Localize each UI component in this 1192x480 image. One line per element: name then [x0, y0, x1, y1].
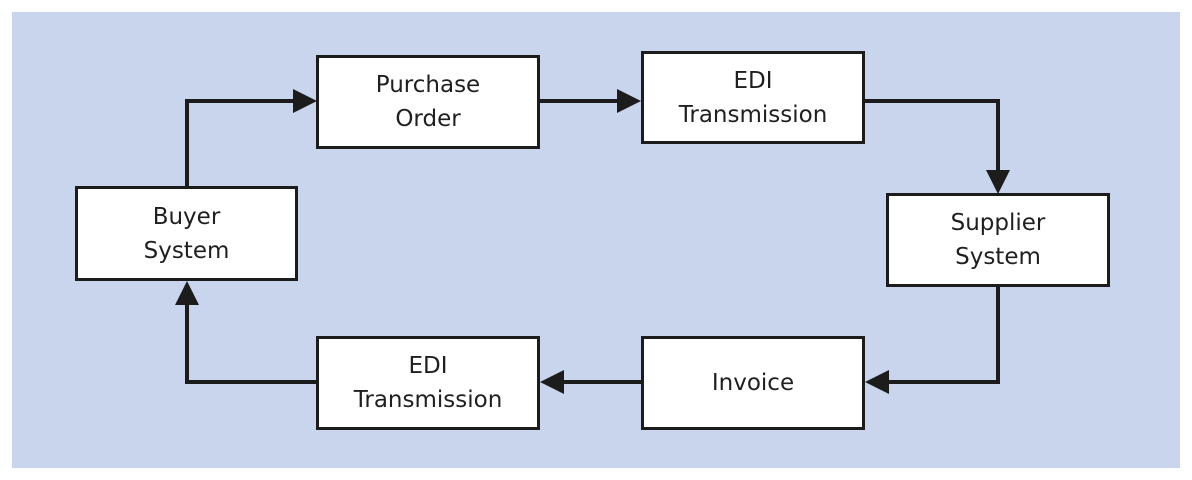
edge-edi-top-to-supplier: [865, 99, 1010, 194]
purchase-order-label-line1: Purchase: [375, 72, 481, 98]
edge-buyer-to-purchase-order: [185, 89, 317, 186]
invoice-label: Invoice: [711, 370, 795, 396]
edi-transmission-top-box: EDI Transmission: [641, 51, 865, 144]
supplier-system-box: Supplier System: [886, 193, 1110, 287]
invoice-box: Invoice: [641, 336, 865, 430]
supplier-system-label-line2: System: [955, 244, 1041, 270]
supplier-system-label-line1: Supplier: [950, 210, 1046, 236]
buyer-system-box: Buyer System: [75, 186, 298, 281]
edge-supplier-to-invoice: [865, 287, 1000, 394]
edi-transmission-bottom-label-line1: EDI: [408, 353, 448, 379]
edi-transmission-top-label-line2: Transmission: [678, 101, 828, 128]
purchase-order-label-line2: Order: [395, 106, 461, 132]
edge-edi-bottom-to-buyer: [175, 281, 316, 384]
edi-transmission-top-label-line1: EDI: [733, 67, 773, 94]
purchase-order-box: Purchase Order: [316, 55, 540, 149]
buyer-system-label-line2: System: [143, 237, 230, 264]
buyer-system-label-line1: Buyer: [152, 203, 221, 230]
edi-transmission-bottom-box: EDI Transmission: [316, 336, 540, 430]
edi-transmission-bottom-label-line2: Transmission: [353, 387, 503, 413]
